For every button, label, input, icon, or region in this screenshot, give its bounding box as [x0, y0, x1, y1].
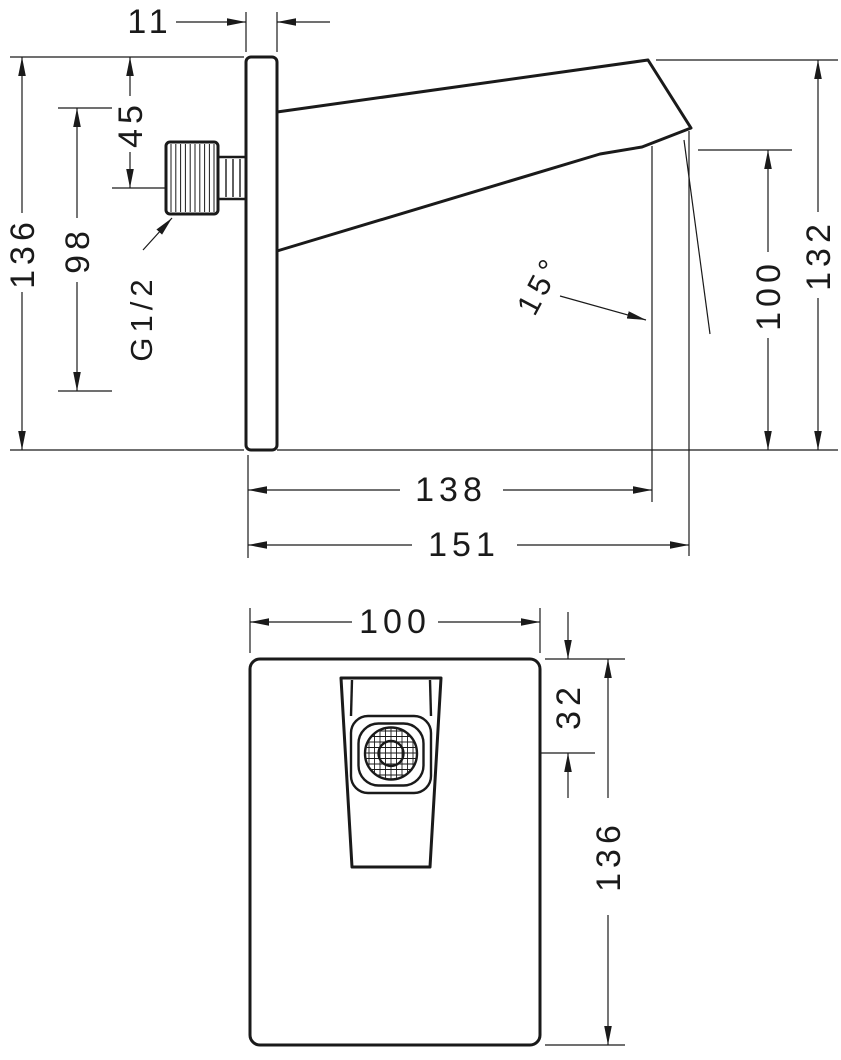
product-front	[248, 657, 542, 1047]
front-view: 100 32 136	[248, 603, 628, 1047]
plate-height-label: 136	[4, 217, 42, 289]
front-view-labels: 100 32 136	[359, 603, 628, 892]
thread-neck-lines	[225, 159, 241, 197]
spout-body-side	[275, 58, 693, 253]
side-view-extension-lines	[10, 12, 838, 558]
spray-angle-line	[683, 139, 711, 335]
spout-edge-right	[428, 679, 433, 717]
plate-width-label: 100	[359, 603, 431, 641]
outlet-face-outer	[349, 714, 433, 795]
aerator-center	[377, 739, 405, 768]
spray-angle-label: 15°	[510, 250, 570, 321]
spout-edge-left	[349, 679, 354, 717]
plate-height-front-label: 136	[590, 820, 628, 892]
front-view-dimension-lines	[250, 612, 612, 1045]
thread-neck	[216, 155, 248, 201]
product-side	[164, 55, 693, 452]
side-view-labels: 11 136 45 98 G1/2 15° 100 132 138 151	[4, 3, 838, 564]
thread-body	[164, 140, 220, 216]
outlet-reach-label: 138	[415, 471, 487, 509]
thread-hatching	[170, 144, 215, 212]
side-view: 11 136 45 98 G1/2 15° 100 132 138 151	[4, 3, 838, 564]
thread-connector	[164, 140, 248, 216]
outlet-clearance-label: 100	[750, 259, 788, 331]
outlet-offset-label: 32	[550, 682, 588, 730]
thread-leader-arrow	[142, 217, 173, 251]
thread-size-label: G1/2	[124, 274, 159, 361]
total-reach-label: 151	[428, 526, 500, 564]
outlet-face-inner	[357, 722, 425, 787]
tip-clearance-label: 132	[800, 219, 838, 291]
spout-drop-label: 98	[59, 226, 97, 274]
spout-top-offset-label: 45	[112, 100, 150, 148]
aerator-ring	[363, 726, 419, 781]
plate-thickness-label: 11	[127, 3, 172, 41]
wall-plate-side	[244, 55, 279, 452]
side-view-dimension-lines	[18, 18, 822, 549]
angle-leader-arrow	[559, 295, 647, 321]
